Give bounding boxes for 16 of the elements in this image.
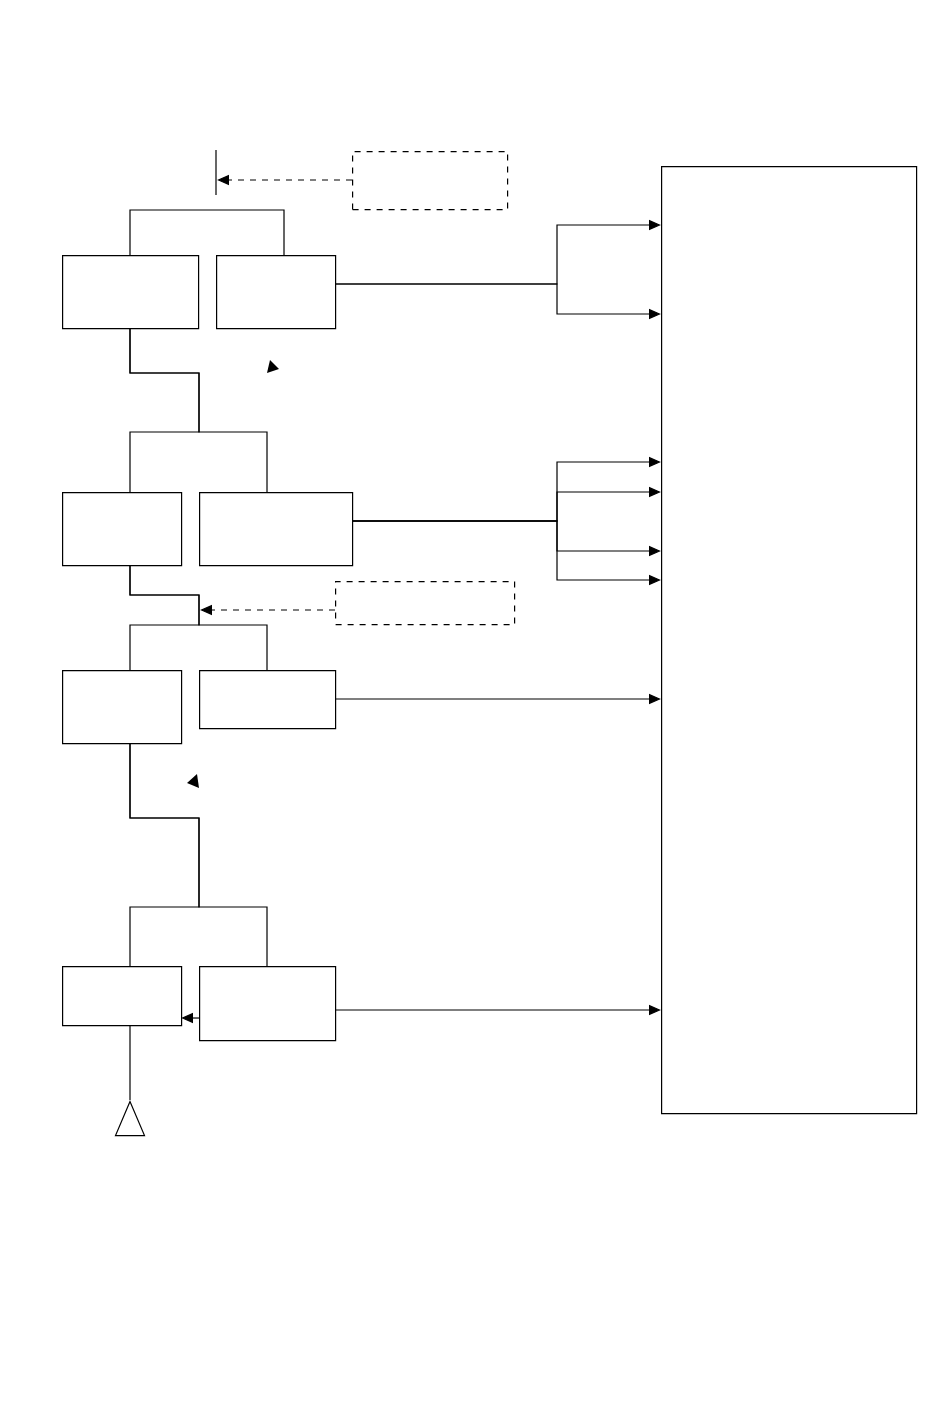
connector-line <box>129 742 268 967</box>
block-box <box>62 966 183 1027</box>
connector-line <box>129 1024 131 1101</box>
block-box <box>335 581 516 626</box>
connector-line <box>129 564 268 671</box>
block-box <box>216 255 337 330</box>
block-box <box>62 255 200 330</box>
block-box <box>352 151 509 211</box>
block-box <box>199 670 337 730</box>
block-box <box>199 966 337 1042</box>
connector-line <box>129 327 268 493</box>
block-box <box>661 166 918 1115</box>
block-box <box>62 492 183 567</box>
connector-line <box>129 209 285 256</box>
block-box <box>199 492 354 567</box>
block-box <box>62 670 183 745</box>
